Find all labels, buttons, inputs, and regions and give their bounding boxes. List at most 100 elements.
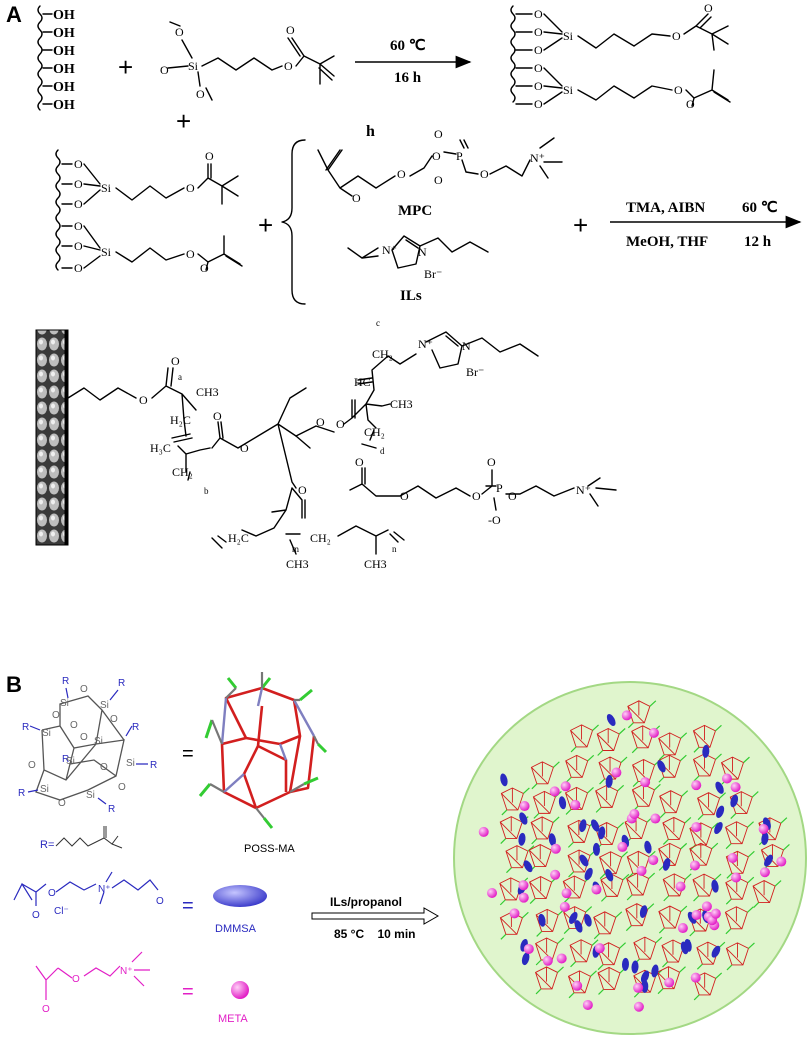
cage-network — [692, 724, 717, 748]
plus-sign: + — [176, 106, 191, 136]
cage-oxygen: O — [70, 720, 78, 731]
ester-oxygen: O — [298, 483, 307, 497]
cage-arm — [595, 784, 625, 813]
phosphate-oxygen: O — [487, 455, 496, 469]
meta-unit — [759, 867, 770, 878]
cage-arm — [531, 761, 560, 790]
panel-b: B R R R R R R R R Si Si Si Si Si Si Si — [6, 672, 807, 1035]
panel-a: A OH OH OH OH OH OH + O O O Si O O — [6, 1, 802, 571]
cage-network — [662, 816, 686, 840]
ammonium-nitrogen: N⁺ — [576, 483, 591, 497]
methine-group: HC — [354, 375, 371, 389]
meta-unit — [648, 855, 659, 866]
dmmsa-unit — [644, 840, 652, 854]
cage-network — [500, 787, 524, 811]
cage-network — [631, 725, 655, 749]
end-label-b: b — [204, 486, 209, 496]
methoxy-oxygen: O — [175, 25, 184, 39]
dmmsa-unit — [579, 819, 587, 833]
phosphate-oxygen: -O — [488, 513, 501, 527]
mpc-monomer: O O O O O P O N⁺ MPC — [317, 127, 563, 219]
imidazolium-nitrogen: N⁺ — [418, 337, 433, 351]
phosphate-oxygen: O — [480, 167, 489, 181]
meta-unit — [629, 808, 640, 819]
cage-arm — [693, 873, 722, 902]
dmmsa-unit — [715, 781, 724, 794]
silicon-atom: Si — [126, 758, 135, 769]
siloxane-oxygen: O — [534, 7, 543, 21]
dmmsa-unit — [568, 911, 578, 924]
methylene-group: CH₂ — [372, 347, 393, 361]
cage-network — [724, 906, 748, 930]
cage-arm — [535, 966, 564, 995]
phosphate-oxygen: O — [434, 173, 443, 187]
methyl-group: CH3 — [364, 557, 387, 571]
methyl-group: CH3 — [196, 385, 219, 399]
meta-unit — [675, 881, 686, 892]
meta-unit — [621, 710, 632, 721]
silicon-atom: Si — [60, 698, 69, 709]
ester-oxygen: O — [186, 181, 195, 195]
siloxane-oxygen: O — [74, 219, 83, 233]
cage-oxygen: O — [52, 710, 60, 721]
dmmsa-unit — [521, 952, 530, 966]
cage-arm — [599, 851, 629, 880]
step1-time: 16 h — [394, 70, 422, 86]
dmmsa-unit — [761, 832, 769, 846]
bromide-ion: Br⁻ — [424, 267, 442, 281]
meta-unit — [701, 901, 712, 912]
cage-network — [626, 872, 650, 896]
chloride-ion: Cl⁻ — [54, 906, 69, 917]
condition-top: ILs/propanol — [330, 895, 402, 909]
cage-network — [725, 821, 749, 845]
end-label-a: a — [178, 372, 182, 382]
methyl-group: H₃C — [150, 441, 171, 455]
dmmsa-unit — [711, 879, 719, 893]
cage-arm — [725, 821, 754, 850]
cage-network — [697, 792, 721, 816]
reaction-arrow-2: TMA, AIBN 60 ℃ MeOH, THF 12 h — [610, 200, 802, 250]
cage-network — [633, 936, 657, 960]
cage-arm — [500, 911, 529, 940]
repeat-index-m: m — [292, 544, 299, 554]
cage-arm — [627, 700, 657, 729]
dmmsa-unit — [714, 822, 723, 835]
meta-unit — [721, 773, 732, 784]
dmmsa-unit — [631, 960, 639, 974]
meta-sphere-icon — [231, 981, 249, 999]
cage-network — [528, 844, 552, 867]
meta-unit — [519, 801, 530, 812]
meta-unit — [689, 860, 700, 871]
silicon-atom: Si — [94, 736, 103, 747]
reagent-brace — [281, 139, 306, 305]
r-substituent: R — [18, 788, 25, 799]
cage-network — [625, 903, 649, 927]
dmmsa-unit — [640, 970, 650, 983]
panel-b-label: B — [6, 672, 22, 697]
siloxane-oxygen: O — [74, 157, 83, 171]
carbonyl-oxygen: O — [286, 23, 295, 37]
condition-bottom: 85 °C 10 min — [334, 927, 416, 941]
polymer-backbone: CH₂ — [310, 531, 331, 545]
r-substituent: R — [108, 804, 115, 815]
dmmsa-unit — [606, 713, 616, 726]
meta-unit — [617, 841, 628, 852]
methyl-group: CH3 — [286, 557, 309, 571]
cage-arm — [658, 732, 688, 761]
cage-oxygen: O — [118, 782, 126, 793]
r-substituent: R — [150, 760, 157, 771]
carbonyl-oxygen: O — [686, 97, 695, 111]
dmmsa-unit — [657, 760, 666, 773]
panel-a-label: A — [6, 2, 22, 27]
cage-arm — [593, 911, 623, 940]
reaction-arrow-1: 60 ℃ 16 h — [355, 38, 472, 86]
meta-unit — [640, 777, 651, 788]
plus-sign: + — [573, 210, 588, 240]
dmmsa-unit — [518, 832, 526, 846]
dmmsa-unit — [519, 812, 528, 825]
cage-oxygen: O — [100, 762, 108, 773]
dmmsa-unit — [639, 905, 648, 918]
meta-unit — [648, 727, 659, 738]
cage-network — [593, 911, 617, 935]
